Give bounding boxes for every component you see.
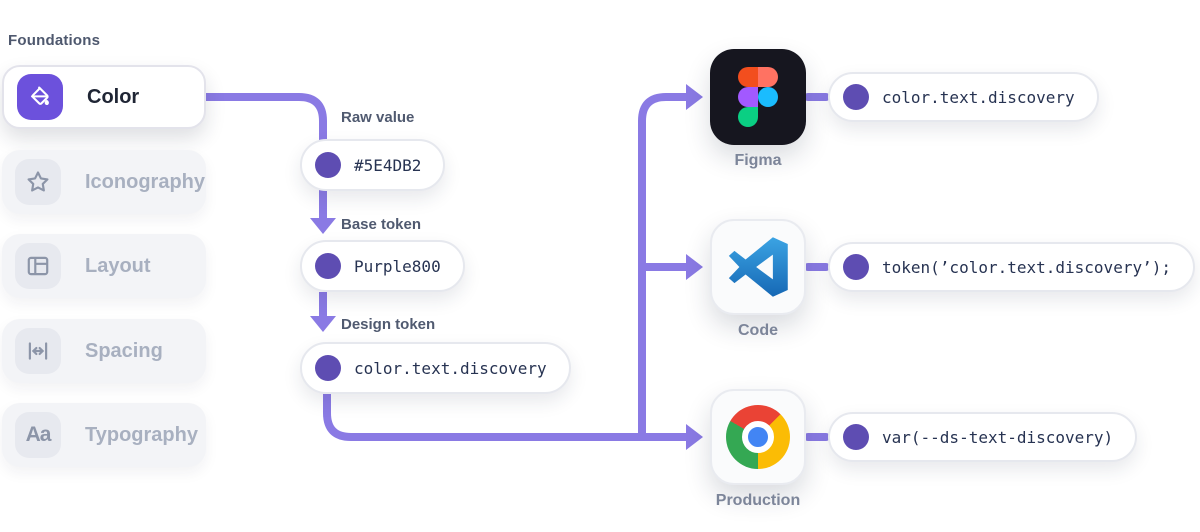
arrowhead-figma [686,84,703,110]
figma-token-text: color.text.discovery [882,87,1075,107]
sidebar-item-typography[interactable]: Aa Typography [2,403,206,467]
sidebar-item-label: Iconography [85,170,206,193]
sidebar-item-iconography[interactable]: Iconography [2,150,206,214]
code-label: Code [738,322,778,339]
sidebar-item-label: Color [87,85,140,108]
base-token-label: Base token [341,216,422,233]
token-dot [315,253,341,279]
raw-value-label: Raw value [341,109,415,126]
figma-label: Figma [734,152,782,169]
sidebar-item-layout[interactable]: Layout [2,234,206,298]
chrome-icon-center [742,421,774,453]
sidebar-title: Foundations [8,32,101,49]
connector-design-token-to-production [323,394,686,441]
arrowhead-code [686,254,703,280]
token-dot [315,152,341,178]
sidebar-item-label: Layout [85,254,151,277]
arrowhead-down-2 [310,316,336,332]
design-token-text: color.text.discovery [354,358,547,378]
base-token-text: Purple800 [354,256,441,276]
paint-bucket-icon [17,74,63,120]
code-token-text: token(’color.text.discovery’); [882,257,1171,277]
spacing-icon [15,328,61,374]
figma-icon [738,67,778,127]
figma-app-tile [710,49,806,145]
typography-icon: Aa [15,412,61,458]
token-dot [843,84,869,110]
raw-value-pill: #5E4DB2 [300,139,446,191]
production-label: Production [715,492,801,509]
code-token-pill: token(’color.text.discovery’); [828,242,1195,292]
connector-trunk-to-figma [638,93,686,437]
production-token-text: var(--ds-text-discovery) [882,427,1114,447]
token-dot [843,254,869,280]
token-dot [315,355,341,381]
design-token-pill: color.text.discovery [300,342,571,394]
base-token-pill: Purple800 [300,240,465,292]
chrome-icon [726,405,790,469]
connector-color-to-raw-value [206,93,327,218]
figma-token-pill: color.text.discovery [828,72,1099,122]
arrowhead-down-1 [310,218,336,234]
design-token-label: Design token [341,316,436,333]
layout-icon [15,243,61,289]
sidebar-item-label: Typography [85,423,198,446]
raw-value-text: #5E4DB2 [354,155,422,175]
sidebar-item-spacing[interactable]: Spacing [2,319,206,383]
code-app-tile [710,219,806,315]
vscode-icon [728,237,788,297]
production-token-pill: var(--ds-text-discovery) [828,412,1138,462]
sidebar-item-color[interactable]: Color [2,65,206,129]
sidebar-item-label: Spacing [85,339,163,362]
star-icon [15,159,61,205]
token-dot [843,424,869,450]
arrowhead-chrome [686,424,703,450]
production-app-tile [710,389,806,485]
